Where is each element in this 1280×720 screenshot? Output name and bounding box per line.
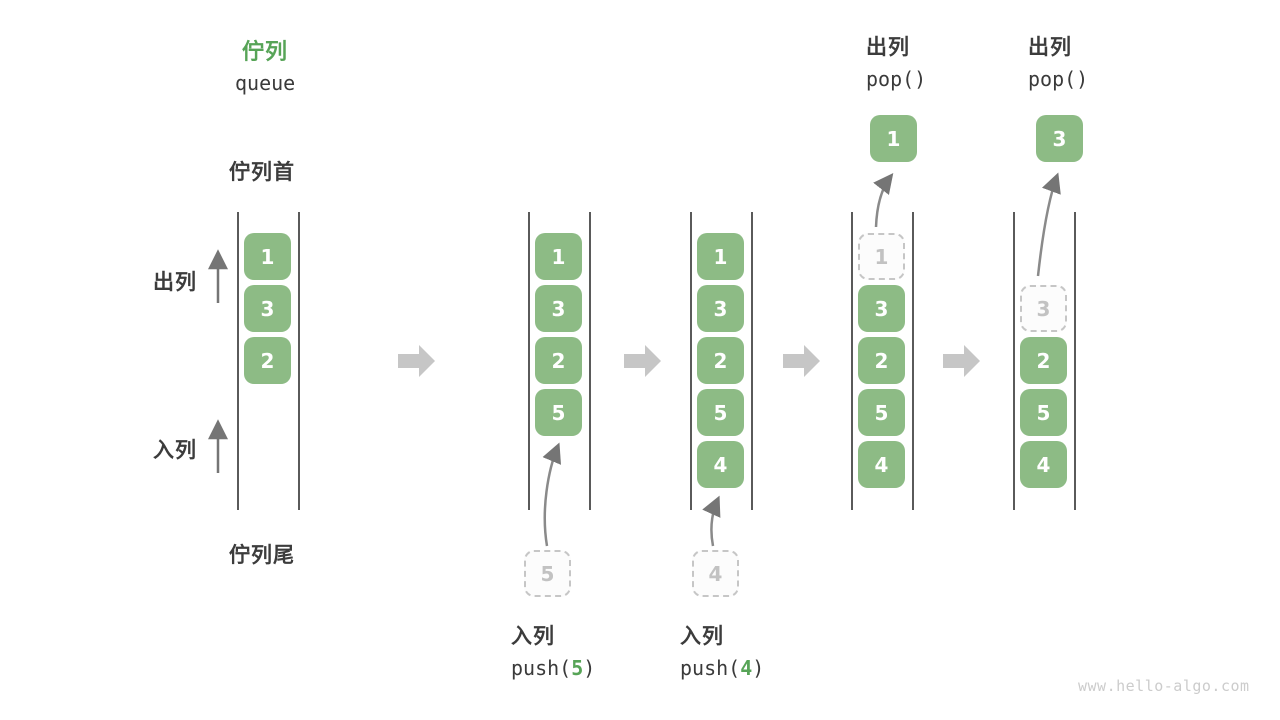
queue-rear-label: 佇列尾 <box>229 544 295 567</box>
queue-cell: 5 <box>697 389 744 436</box>
push-code-prefix: push( <box>511 656 572 680</box>
queue-cell: 4 <box>858 441 905 488</box>
queue-wall-line <box>690 212 692 510</box>
queue-cell: 2 <box>244 337 291 384</box>
queue-cell: 3 <box>244 285 291 332</box>
push4-arrow <box>702 495 721 547</box>
queue-cell: 2 <box>535 337 582 384</box>
queue-cell: 5 <box>535 389 582 436</box>
push-arg: 5 <box>571 656 584 680</box>
enqueue-label: 入列 <box>153 439 197 462</box>
pop3-arrow <box>1036 172 1061 277</box>
block-arrow-icon <box>398 345 435 377</box>
block-arrow-icon <box>624 345 661 377</box>
pop-event-label: 出列 <box>866 36 910 59</box>
push-arg: 4 <box>740 656 753 680</box>
pop-event-label: 出列 <box>1028 36 1072 59</box>
queue-cell: 3 <box>535 285 582 332</box>
queue-cell: 1 <box>697 233 744 280</box>
push-event-code: push(4) <box>680 656 764 680</box>
queue-cell: 5 <box>1020 389 1067 436</box>
queue-cell: 4 <box>697 441 744 488</box>
queue-wall-line <box>528 212 530 510</box>
queue-cell-removed: 3 <box>1020 285 1067 332</box>
pop1-arrow <box>873 173 894 228</box>
push-code-suffix: ) <box>752 656 765 680</box>
push-code-suffix: ) <box>583 656 596 680</box>
dequeue-label: 出列 <box>153 271 197 294</box>
queue-cell-removed: 1 <box>858 233 905 280</box>
incoming-value-box: 5 <box>524 550 571 597</box>
block-arrow-icon <box>783 345 820 377</box>
push-event-code: push(5) <box>511 656 595 680</box>
queue-cell: 2 <box>697 337 744 384</box>
page-subtitle: queue <box>235 71 296 95</box>
queue-cell: 1 <box>244 233 291 280</box>
queue-wall-line <box>1074 212 1076 510</box>
popped-value-box: 1 <box>870 115 917 162</box>
pop-event-code: pop() <box>866 67 927 91</box>
push-event-label: 入列 <box>511 625 555 648</box>
queue-wall-line <box>751 212 753 510</box>
push5-arrow <box>542 442 561 547</box>
watermark: www.hello-algo.com <box>1078 677 1250 695</box>
queue-cell: 1 <box>535 233 582 280</box>
queue-cell: 2 <box>1020 337 1067 384</box>
pop-event-code: pop() <box>1028 67 1089 91</box>
queue-cell: 5 <box>858 389 905 436</box>
block-arrow-icon <box>943 345 980 377</box>
queue-cell: 3 <box>697 285 744 332</box>
queue-wall-line <box>237 212 239 510</box>
page-title: 佇列 <box>242 39 289 64</box>
queue-wall-line <box>851 212 853 510</box>
queue-wall-line <box>589 212 591 510</box>
push-code-prefix: push( <box>680 656 741 680</box>
queue-wall-line <box>1013 212 1015 510</box>
popped-value-box: 3 <box>1036 115 1083 162</box>
queue-cell: 3 <box>858 285 905 332</box>
queue-cell: 2 <box>858 337 905 384</box>
queue-wall-line <box>298 212 300 510</box>
queue-front-label: 佇列首 <box>229 161 295 184</box>
incoming-value-box: 4 <box>692 550 739 597</box>
queue-cell: 4 <box>1020 441 1067 488</box>
queue-wall-line <box>912 212 914 510</box>
push-event-label: 入列 <box>680 625 724 648</box>
